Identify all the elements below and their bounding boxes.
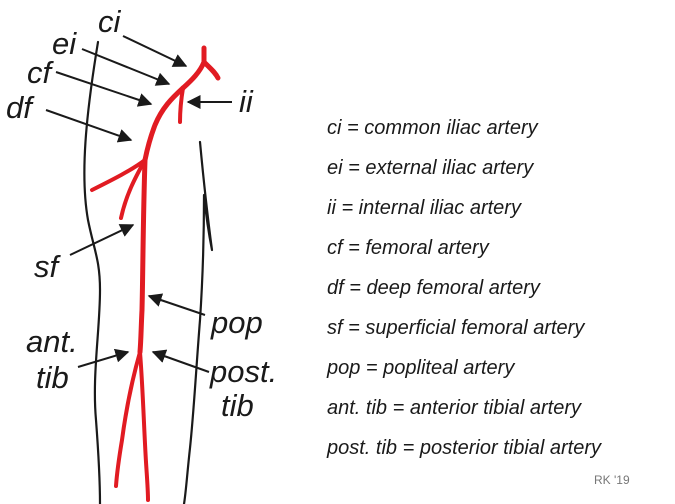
- arrow-pop: [149, 296, 205, 315]
- legend-item: ei = external iliac artery: [327, 157, 534, 179]
- label-ci: ci: [98, 4, 122, 39]
- arrow-sf: [70, 225, 133, 255]
- legend-item: pop = popliteal artery: [326, 357, 515, 379]
- label-post-line2: tib: [221, 388, 254, 423]
- label-cf: cf: [27, 55, 55, 90]
- arrow-cf: [56, 72, 151, 104]
- label-df: df: [6, 90, 35, 125]
- legend: ci = common iliac artery ei = external i…: [326, 117, 602, 459]
- arrow-ant-tib: [78, 352, 128, 367]
- leg-outline-right: [184, 142, 212, 504]
- artery-deep-femoral: [92, 160, 145, 218]
- label-ii: ii: [239, 84, 254, 119]
- artery-anterior-tibial: [116, 352, 140, 486]
- arrow-post-tib: [153, 352, 209, 372]
- label-ei: ei: [52, 26, 77, 61]
- legend-item: sf = superficial femoral artery: [327, 317, 585, 339]
- arrow-ci: [123, 36, 186, 66]
- legend-item: post. tib = posterior tibial artery: [326, 437, 602, 459]
- artery-external-iliac-femoral: [145, 88, 183, 160]
- artery-common-iliac: [183, 48, 218, 88]
- label-pop: pop: [210, 305, 263, 340]
- legend-item: ant. tib = anterior tibial artery: [327, 397, 582, 419]
- label-post-line1: post.: [209, 354, 277, 389]
- artery-posterior-tibial: [140, 352, 148, 500]
- artery-tree: [92, 48, 218, 500]
- label-sf: sf: [34, 249, 62, 284]
- legend-item: ii = internal iliac artery: [327, 197, 522, 219]
- label-ant-line2: tib: [36, 360, 69, 395]
- leg-outline-left: [84, 42, 100, 504]
- legend-item: df = deep femoral artery: [327, 277, 541, 299]
- label-ant-line1: ant.: [26, 324, 78, 359]
- credit-text: RK '19: [594, 473, 630, 487]
- legend-item: cf = femoral artery: [327, 237, 490, 259]
- legend-item: ci = common iliac artery: [327, 117, 539, 139]
- artery-superficial-femoral-popliteal: [140, 160, 145, 352]
